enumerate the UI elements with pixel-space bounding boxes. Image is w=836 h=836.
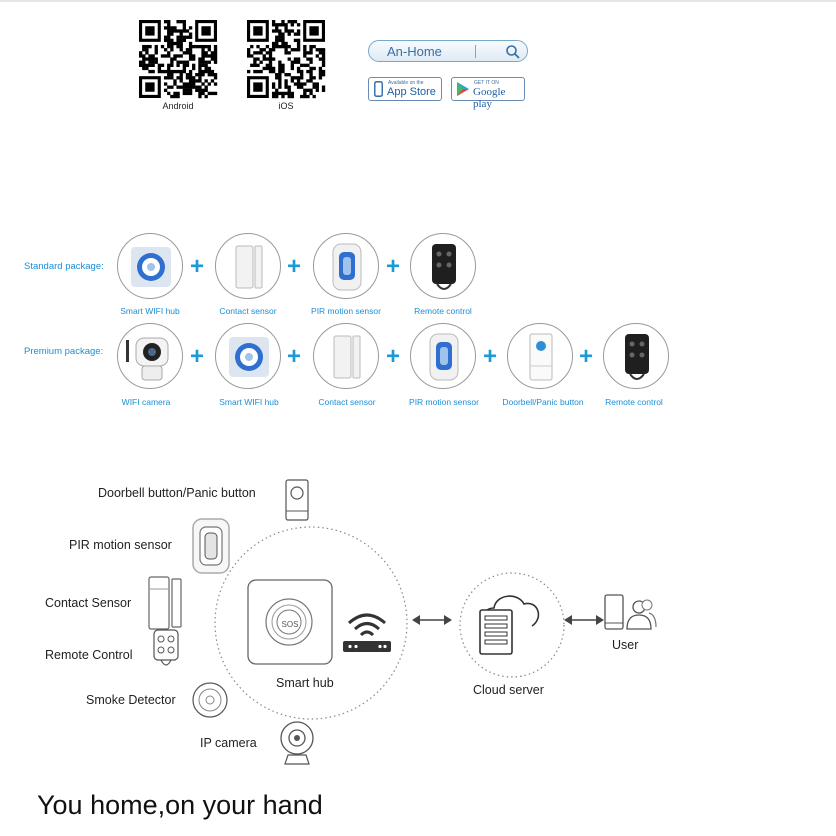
cloud-user-arrow-icon bbox=[564, 615, 604, 625]
device-label-camera: IP camera bbox=[200, 736, 257, 750]
plus-sign: + bbox=[579, 343, 594, 370]
standard-remote-image bbox=[410, 233, 476, 299]
premium-item-caption: PIR motion sensor bbox=[409, 397, 479, 407]
wifi-router-icon bbox=[343, 613, 391, 652]
cloud-server-label: Cloud server bbox=[473, 683, 544, 697]
premium-doorbell-image bbox=[507, 323, 573, 389]
premium-item-caption: WIFI camera bbox=[121, 397, 171, 407]
standard-hub-image bbox=[117, 233, 183, 299]
premium-camera-image bbox=[117, 323, 183, 389]
plus-sign: + bbox=[190, 253, 205, 280]
app-store-big-text: App Store bbox=[387, 86, 436, 98]
app-search-text: An-Home bbox=[387, 44, 442, 59]
user-label: User bbox=[612, 638, 639, 652]
app-search-box[interactable]: An-Home bbox=[368, 40, 528, 62]
tagline: You home,on your hand bbox=[37, 790, 323, 820]
app-store-badge[interactable]: Available on the App Store bbox=[368, 77, 442, 101]
device-label-remote: Remote Control bbox=[45, 648, 133, 662]
premium-item-caption: Smart WIFI hub bbox=[219, 397, 279, 407]
standard-item-caption: Smart WIFI hub bbox=[120, 306, 180, 316]
ip-camera-icon bbox=[280, 721, 314, 765]
standard-contact-sensor-image bbox=[215, 233, 281, 299]
device-label-pir: PIR motion sensor bbox=[69, 538, 172, 552]
premium-item-caption: Contact sensor bbox=[318, 397, 376, 407]
sos-button-label: SOS bbox=[281, 620, 299, 629]
device-label-contact: Contact Sensor bbox=[45, 596, 132, 610]
pir-sensor-icon bbox=[192, 518, 230, 574]
google-play-big-text: Google play bbox=[473, 86, 506, 110]
hub-cloud-arrow-icon bbox=[412, 615, 452, 625]
device-label-smoke: Smoke Detector bbox=[86, 693, 176, 707]
standard-item-caption: Contact sensor bbox=[219, 306, 277, 316]
ios-qr-code bbox=[247, 20, 326, 99]
remote-control-icon bbox=[153, 629, 179, 666]
top-divider bbox=[0, 0, 836, 2]
ios-qr-label: iOS bbox=[278, 101, 294, 111]
plus-sign: + bbox=[287, 253, 302, 280]
premium-pir-sensor-image bbox=[410, 323, 476, 389]
android-qr-code bbox=[139, 20, 218, 99]
play-icon bbox=[457, 82, 469, 96]
standard-item-caption: PIR motion sensor bbox=[311, 306, 381, 316]
standard-package-label: Standard package: bbox=[24, 261, 104, 272]
user-icon bbox=[604, 594, 657, 630]
premium-item-caption: Doorbell/Panic button bbox=[502, 397, 584, 407]
premium-remote-image bbox=[603, 323, 669, 389]
premium-hub-image bbox=[215, 323, 281, 389]
standard-item-caption: Remote control bbox=[414, 306, 472, 316]
premium-package-label: Premium package: bbox=[24, 346, 104, 357]
smart-hub-device bbox=[247, 579, 333, 665]
contact-sensor-icon bbox=[148, 576, 182, 630]
search-divider bbox=[475, 45, 476, 58]
premium-contact-sensor-image bbox=[313, 323, 379, 389]
smoke-detector-icon bbox=[192, 682, 228, 718]
plus-sign: + bbox=[287, 343, 302, 370]
cloud-server-icon bbox=[479, 595, 540, 655]
device-label-doorbell: Doorbell button/Panic button bbox=[98, 486, 256, 500]
app-store-small-text: Available on the bbox=[388, 80, 424, 86]
google-play-small-text: GET IT ON bbox=[474, 80, 499, 86]
hub-dotted-circle bbox=[214, 526, 408, 720]
plus-sign: + bbox=[190, 343, 205, 370]
premium-item-caption: Remote control bbox=[605, 397, 663, 407]
doorbell-icon bbox=[285, 479, 309, 521]
plus-sign: + bbox=[386, 253, 401, 280]
standard-pir-sensor-image bbox=[313, 233, 379, 299]
plus-sign: + bbox=[483, 343, 498, 370]
search-icon bbox=[506, 45, 520, 59]
cloud-dotted-circle bbox=[459, 572, 565, 678]
google-play-badge[interactable]: GET IT ON Google play bbox=[451, 77, 525, 110]
phone-icon bbox=[374, 81, 383, 97]
android-qr-label: Android bbox=[162, 101, 194, 111]
plus-sign: + bbox=[386, 343, 401, 370]
smart-hub-label: Smart hub bbox=[276, 676, 334, 690]
